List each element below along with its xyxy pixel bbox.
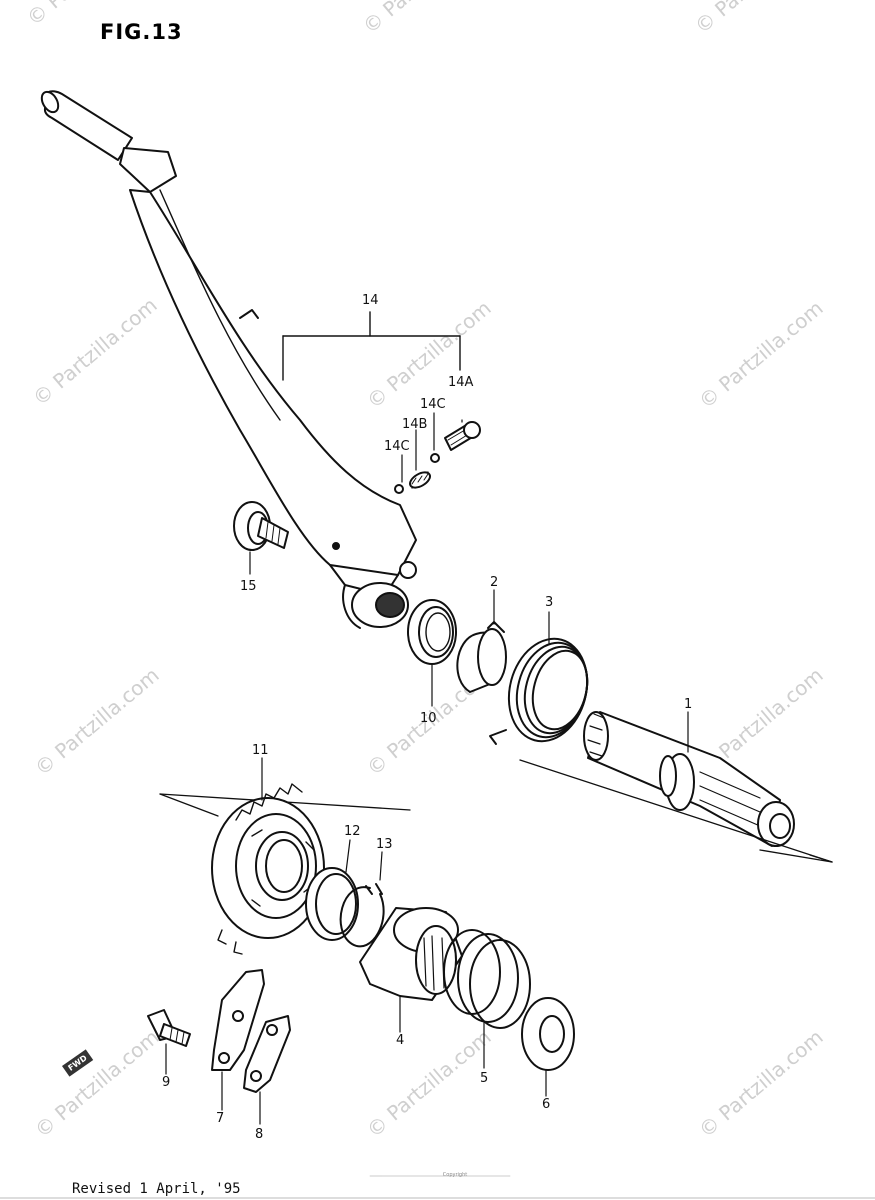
circlip-13 <box>339 883 385 948</box>
ball-14c <box>394 484 404 494</box>
starter-guide-4 <box>359 907 463 1001</box>
oil-seal-10 <box>407 599 457 665</box>
callout-2: 2 <box>490 575 499 590</box>
callout-12: 12 <box>344 824 361 839</box>
callout-4: 4 <box>396 1033 405 1048</box>
callout-10: 10 <box>420 711 437 726</box>
callout-3: 3 <box>545 595 554 610</box>
spring-guide-2 <box>456 621 507 693</box>
bolt-15 <box>233 501 289 551</box>
lock-plate-7 <box>211 969 265 1071</box>
ball-14c <box>430 453 440 463</box>
callout-14c-lower: 14C <box>384 439 410 454</box>
drive-gear-11 <box>211 783 325 955</box>
spring-14b <box>409 471 431 489</box>
callout-7: 7 <box>216 1111 225 1126</box>
callout-5: 5 <box>480 1071 489 1086</box>
spring-5 <box>443 929 531 1029</box>
callout-1: 1 <box>684 697 693 712</box>
bolt-9 <box>147 1009 191 1047</box>
callout-8: 8 <box>255 1127 264 1142</box>
callout-6: 6 <box>542 1097 551 1112</box>
callout-15: 15 <box>240 579 257 594</box>
return-spring-3 <box>489 637 589 745</box>
kick-lever <box>40 90 417 629</box>
washer-12 <box>305 867 359 941</box>
callout-14b: 14B <box>402 417 428 432</box>
washer-6 <box>521 997 575 1071</box>
revision-note: Revised 1 April, '95 <box>72 1181 241 1197</box>
kick-shaft-1 <box>583 711 795 847</box>
bolt-14a <box>444 419 481 451</box>
callout-bracket-14 <box>282 311 461 381</box>
copyright-note: Copyright <box>442 1172 468 1178</box>
lock-plate-8 <box>243 1015 291 1093</box>
callout-9: 9 <box>162 1075 171 1090</box>
callout-14a: 14A <box>448 375 474 390</box>
callout-11: 11 <box>252 743 269 758</box>
figure-title: FIG.13 <box>100 20 183 44</box>
callout-14c-upper: 14C <box>420 397 446 412</box>
callout-14: 14 <box>362 293 379 308</box>
callout-13: 13 <box>376 837 393 852</box>
